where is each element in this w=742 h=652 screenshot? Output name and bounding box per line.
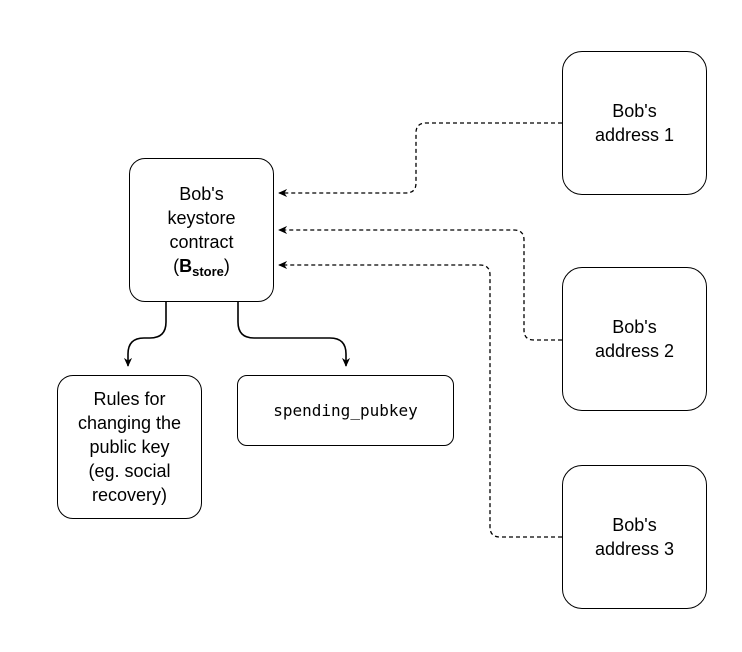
keystore-close-paren: ) [223,256,230,276]
keystore-to-pubkey-arrow [237,302,351,367]
rules-line-3: public key [89,437,170,457]
address-3-node: Bob's address 3 [562,465,707,609]
address-3-line-1: Bob's [612,515,657,535]
address-3-to-keystore-arrow [278,260,562,538]
keystore-line-1: Bob's [179,184,224,204]
spending-pubkey-node: spending_pubkey [237,375,454,446]
address-1-to-keystore-arrow [278,122,562,198]
keystore-symbol: B [179,256,193,276]
keystore-subscript: store [192,264,224,279]
keystore-line-2: keystore [167,208,236,228]
rules-line-4: (eg. social [88,461,171,481]
keystore-to-rules-arrow [123,302,167,367]
spending-pubkey-label: spending_pubkey [273,400,418,420]
address-1-line-2: address 1 [594,125,675,145]
keystore-contract-node: Bob's keystore contract (Bstore) [129,158,274,302]
address-2-node: Bob's address 2 [562,267,707,411]
address-2-line-2: address 2 [594,341,675,361]
keystore-open-paren: ( [173,256,180,276]
address-1-line-1: Bob's [612,101,657,121]
rules-line-1: Rules for [93,389,166,409]
rules-line-2: changing the [77,413,182,433]
address-2-line-1: Bob's [612,317,657,337]
address-1-node: Bob's address 1 [562,51,707,195]
address-2-to-keystore-arrow [278,225,562,341]
keystore-line-4: (Bstore) [173,254,230,278]
rules-line-5: recovery) [91,485,167,505]
keystore-line-3: contract [169,232,234,252]
rules-node: Rules for changing the public key (eg. s… [57,375,202,519]
address-3-line-2: address 3 [594,539,675,559]
